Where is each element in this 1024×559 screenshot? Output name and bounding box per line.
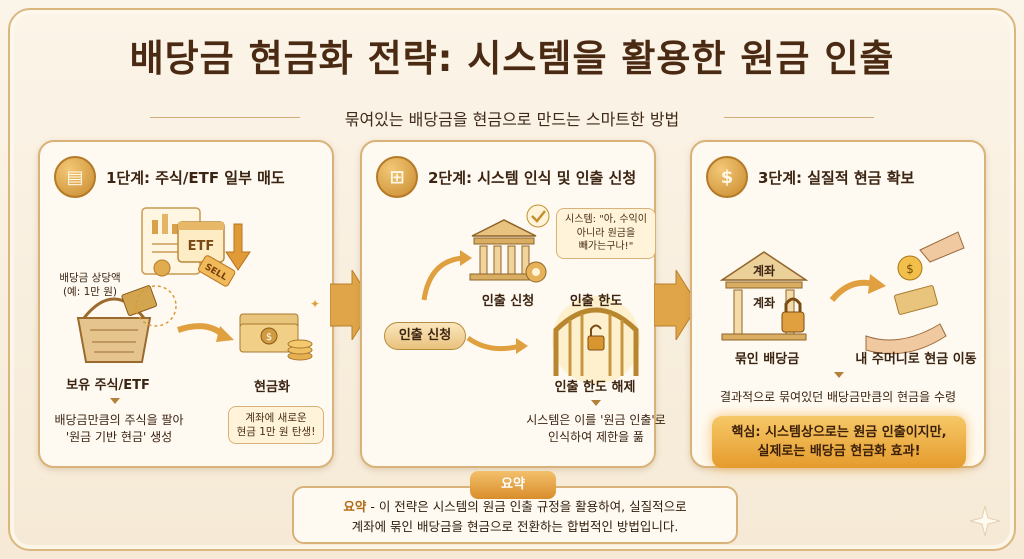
receiving-hand-icon [865,323,947,355]
step2-description: 시스템은 이를 '원금 인출'로 인식하여 제한을 풂 [526,413,666,445]
step3-heading: 3단계: 실질적 현금 확보 [758,168,915,187]
network-icon: ⊞ [376,156,418,198]
locked-dividend-label: 묶인 배당금 [734,352,800,367]
step1-illustration: ETF SELL $ ✦ [76,207,320,363]
summary-text1: - 이 전략은 시스템의 원금 인출 규정을 활용하여, 실질적으로 [366,499,687,514]
svg-text:✦: ✦ [310,297,320,311]
key-point-box: 핵심: 시스템상으로는 원금 인출이지만, 실제로는 배당금 현금화 효과! [712,416,966,468]
pointer-icon [110,398,120,404]
subtitle-divider-right [724,117,874,118]
svg-text:$: $ [266,332,272,343]
step3-illustration: $ [719,231,965,355]
step1-heading: 1단계: 주식/ETF 일부 매도 [106,168,285,187]
unlocked-gate-icon [552,296,640,384]
outer-frame [8,8,1016,551]
basket-icon [76,317,152,363]
summary-line2: 계좌에 묶인 배당금을 현금으로 전환하는 합법적인 방법입니다. [351,519,679,534]
page-title: 배당금 현금화 전략: 시스템을 활용한 원금 인출 [129,37,895,80]
step2-header: ⊞ 2단계: 시스템 인식 및 인출 신청 [376,156,636,198]
svg-text:$: $ [906,262,914,276]
page-subtitle: 묶여있는 배당금을 현금으로 만드는 스마트한 방법 [344,110,680,129]
dividend-amount-label: 배당금 상당액 (예: 1만 원) [59,272,121,298]
new-cash-note: 계좌에 새로운 현금 1만 원 탄생! [228,406,324,445]
step2-illustration [421,204,640,384]
step1-description: 배당금만큼의 주식을 팔아 '원금 기반 현금' 생성 [54,413,184,445]
step2-heading: 2단계: 시스템 인식 및 인출 신청 [428,168,637,187]
summary-line1: 요약 - 이 전략은 시스템의 원금 인출 규정을 활용하여, 실질적으로 [294,497,736,517]
down-arrow-icon [225,223,251,271]
step-arrow-2-icon [654,270,698,340]
step3-description: 결과적으로 묶여있던 배당금만큼의 현금을 수령 [719,390,957,404]
step2-panel: ⊞ 2단계: 시스템 인식 및 인출 신청 [360,140,656,468]
banknote-icon [894,285,938,315]
coins-icon: ▤ [54,156,96,198]
svg-text:ETF: ETF [188,239,215,254]
giving-hand-icon [919,231,965,263]
step1-header: ▤ 1단계: 주식/ETF 일부 매도 [54,156,285,198]
vault-label: 계좌 [752,296,776,310]
hand-coin-icon: $ [706,156,748,198]
limit-label: 인출 한도 [569,294,623,309]
account-label: 계좌 [752,264,776,278]
cash-label: 현금화 [254,380,290,395]
sparkle-icon [970,506,1000,536]
pointer-icon [591,400,601,406]
holdings-label: 보유 주식/ETF [66,378,150,393]
locked-account-icon [719,251,809,341]
system-speech-bubble: 시스템: "아, 수익이 아니라 원금을 빼가는구나!" [556,208,656,259]
summary-lead: 요약 [343,499,367,514]
withdraw-request-pill: 인출 신청 [384,322,466,350]
coin-icon [897,255,923,281]
summary-tab: 요약 [470,471,556,499]
bank-icon [469,219,539,281]
bank-request-label: 인출 신청 [481,294,535,309]
pointer-icon [834,372,844,378]
subtitle-divider-left [150,117,300,118]
step3-header: $ 3단계: 실질적 현금 확보 [706,156,914,198]
limit-release-label: 인출 한도 해제 [554,380,636,395]
check-icon [526,204,550,228]
cash-to-pocket-label: 내 주머니로 현금 이동 [855,352,977,367]
